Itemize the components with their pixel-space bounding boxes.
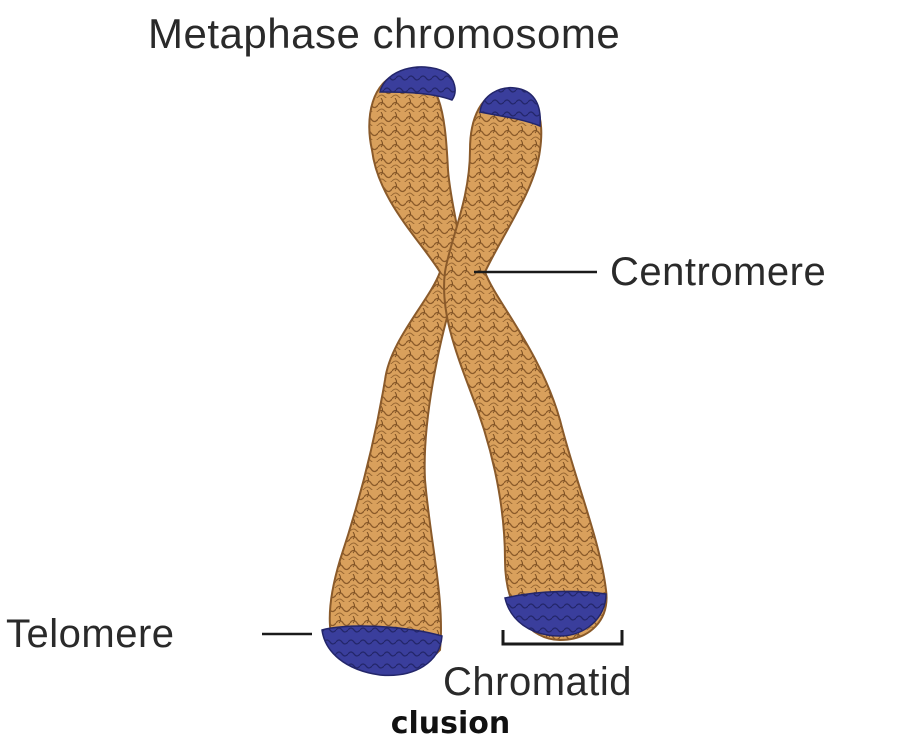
diagram-title: Metaphase chromosome — [148, 10, 620, 58]
telomere-bottom-left — [322, 626, 442, 675]
right-chromatid — [444, 88, 606, 640]
chromatid-label: Chromatid — [443, 660, 632, 705]
right-chromatid-body — [444, 90, 606, 640]
left-chromatid — [322, 67, 460, 675]
caption-text: clusion — [0, 706, 901, 741]
left-chromatid-body — [330, 72, 460, 673]
telomere-label: Telomere — [6, 612, 175, 657]
centromere-label: Centromere — [610, 250, 826, 295]
